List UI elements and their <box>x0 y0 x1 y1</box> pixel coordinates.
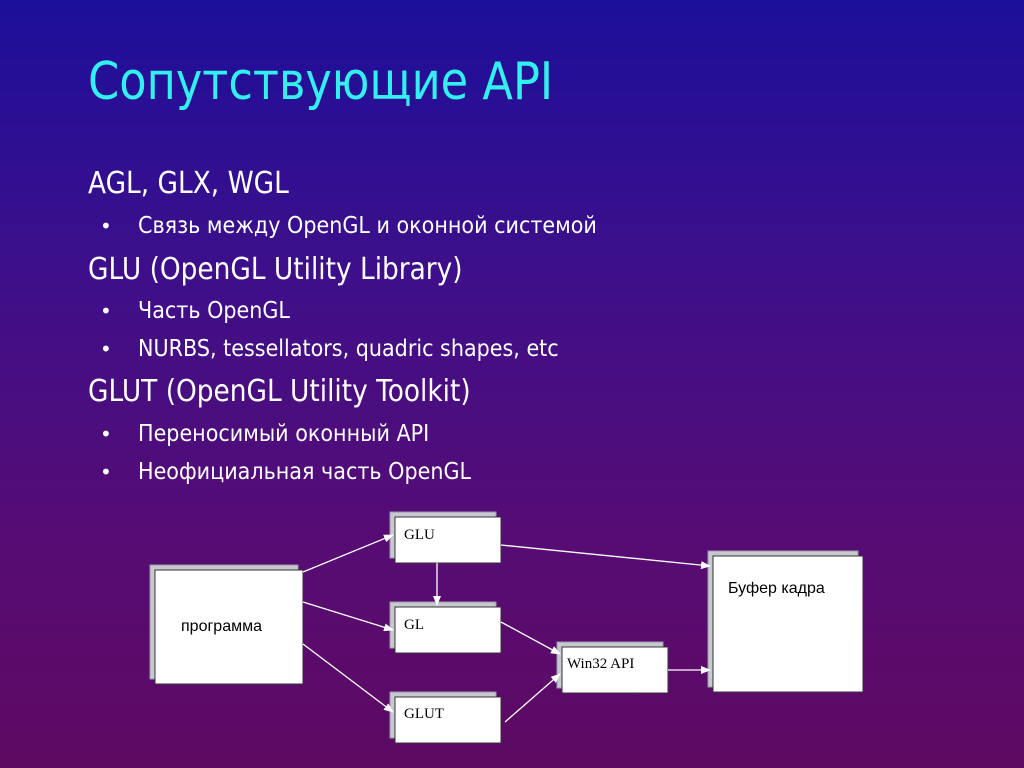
win32-box <box>556 641 669 694</box>
glu-label: GLU <box>404 527 435 543</box>
gl-box <box>389 601 502 654</box>
bullet-icon: • <box>100 337 112 361</box>
section-heading-agl: AGL, GLX, WGL <box>88 166 289 201</box>
win32-label: Win32 API <box>567 656 635 672</box>
glut-label: GLUT <box>404 706 444 722</box>
bullet-item: •NURBS, tessellators, quadric shapes, et… <box>100 336 559 362</box>
framebuffer-box <box>707 550 864 693</box>
arrow-glu-to-framebuffer <box>500 544 711 570</box>
bullet-icon: • <box>100 299 112 323</box>
framebuffer-label: Буфер кадра <box>728 580 825 597</box>
arrow-glut-to-win32 <box>504 673 561 723</box>
section-heading-glu: GLU (OpenGL Utility Library) <box>88 252 463 287</box>
bullet-item: •Неофициальная часть OpenGL <box>100 459 472 485</box>
glut-box <box>389 691 502 744</box>
glu-box <box>389 511 502 564</box>
arrow-program-to-gl <box>302 601 394 632</box>
bullet-icon: • <box>100 214 112 238</box>
bullet-icon: • <box>100 422 112 446</box>
bullet-item: •Часть OpenGL <box>100 298 290 324</box>
bullet-icon: • <box>100 460 112 484</box>
arrow-gl-to-win32 <box>500 621 561 655</box>
section-heading-glut: GLUT (OpenGL Utility Toolkit) <box>88 374 471 409</box>
arrow-program-to-glut <box>302 643 394 713</box>
arrow-program-to-glu <box>302 534 394 573</box>
bullet-item: •Связь между OpenGL и оконной системой <box>100 213 597 239</box>
slide-title: Сопутствующие API <box>88 52 554 112</box>
bullet-item: •Переносимый оконный API <box>100 421 430 447</box>
program-box <box>149 564 304 685</box>
gl-label: GL <box>404 617 424 633</box>
program-label: программа <box>181 618 262 635</box>
